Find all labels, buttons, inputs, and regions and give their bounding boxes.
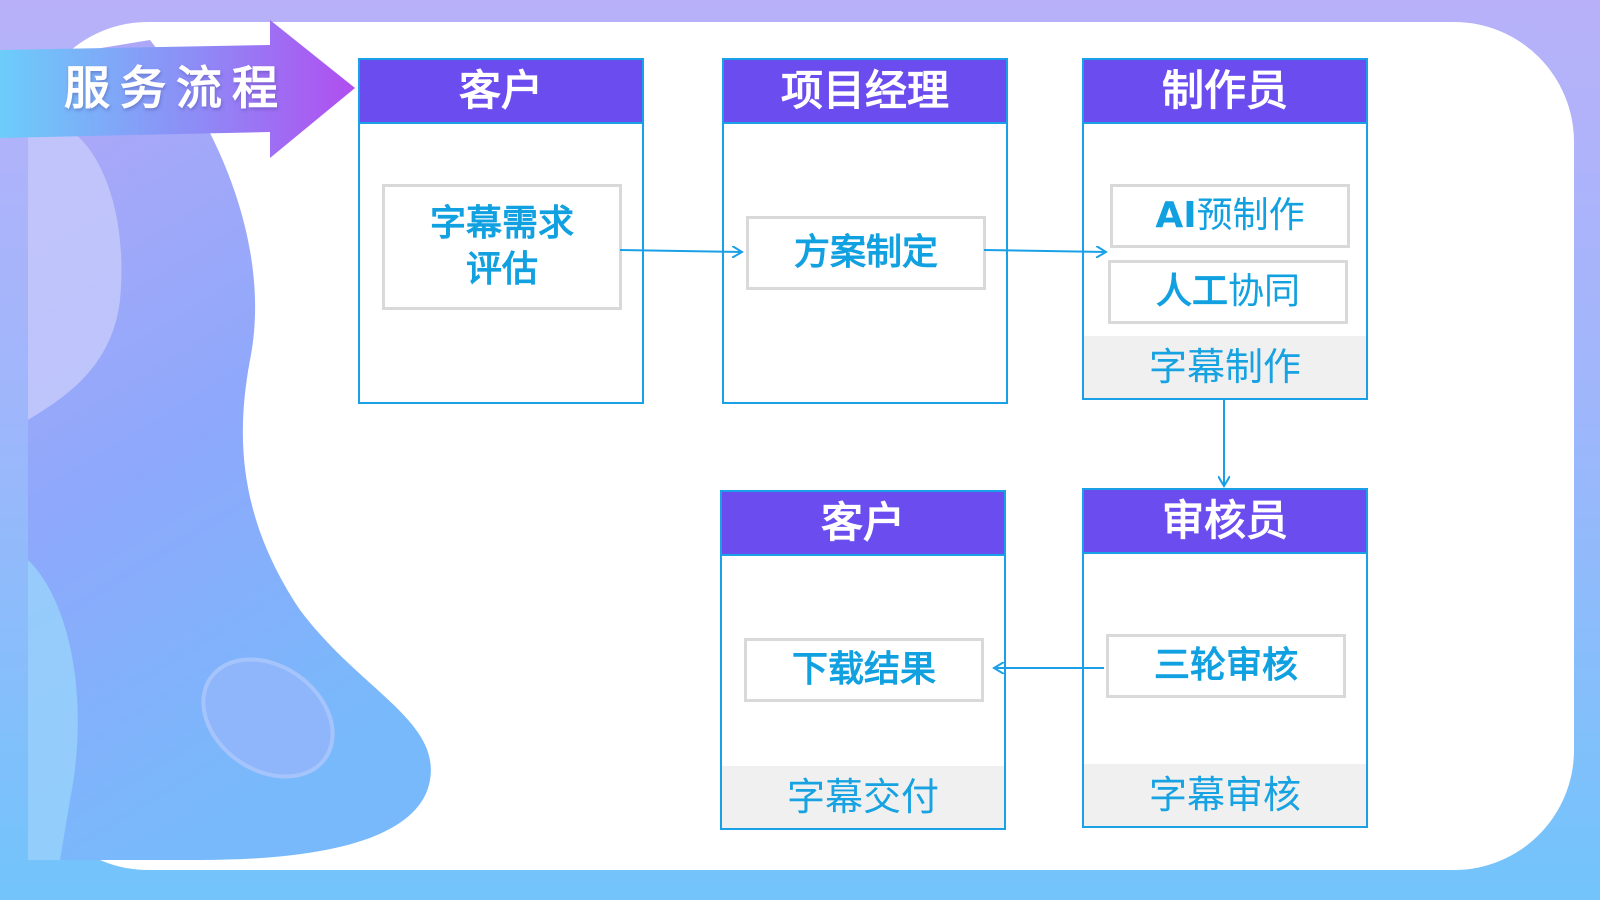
step-ai-bold: AI bbox=[1155, 195, 1197, 236]
footer-subtitle-review: 字幕审核 bbox=[1084, 764, 1366, 826]
column-project-manager: 项目经理 方案制定 bbox=[722, 58, 1008, 404]
bubble-shape bbox=[201, 657, 335, 779]
step-plan-label: 方案制定 bbox=[793, 232, 938, 273]
column-reviewer: 审核员 三轮审核 字幕审核 bbox=[1082, 488, 1368, 828]
banner-arrow-shape bbox=[0, 20, 355, 158]
left-blob-lower bbox=[28, 560, 78, 860]
column-delivery-header: 客户 bbox=[720, 490, 1006, 556]
step-ai-rest: 预制作 bbox=[1196, 195, 1305, 236]
footer-subtitle-production: 字幕制作 bbox=[1084, 336, 1366, 398]
column-producer: 制作员 AI预制作 人工协同 字幕制作 bbox=[1082, 58, 1368, 400]
step-requirement-line2: 评估 bbox=[465, 249, 538, 290]
step-three-round-review: 三轮审核 bbox=[1106, 634, 1346, 698]
step-manual-rest: 协同 bbox=[1228, 271, 1301, 312]
column-producer-header: 制作员 bbox=[1082, 58, 1368, 124]
column-pm-header: 项目经理 bbox=[722, 58, 1008, 124]
step-manual-collaboration: 人工协同 bbox=[1108, 260, 1348, 324]
column-client: 客户 字幕需求 评估 bbox=[358, 58, 644, 404]
left-blob-highlight bbox=[28, 119, 122, 421]
left-blob-shape bbox=[28, 40, 431, 860]
column-client-header: 客户 bbox=[358, 58, 644, 124]
step-ai-preproduction: AI预制作 bbox=[1110, 184, 1350, 248]
column-reviewer-header: 审核员 bbox=[1082, 488, 1368, 554]
step-download-results: 下载结果 bbox=[744, 638, 984, 702]
step-download-label: 下载结果 bbox=[791, 649, 936, 690]
banner-title: 服务流程 bbox=[64, 61, 288, 115]
step-plan-formulation: 方案制定 bbox=[746, 216, 986, 290]
step-manual-bold: 人工 bbox=[1155, 271, 1228, 312]
step-requirement-line1: 字幕需求 bbox=[429, 203, 574, 244]
column-client-delivery: 客户 下载结果 字幕交付 bbox=[720, 490, 1006, 830]
footer-subtitle-delivery: 字幕交付 bbox=[722, 766, 1004, 828]
step-review-label: 三轮审核 bbox=[1153, 645, 1298, 686]
step-requirement-assessment: 字幕需求 评估 bbox=[382, 184, 622, 310]
